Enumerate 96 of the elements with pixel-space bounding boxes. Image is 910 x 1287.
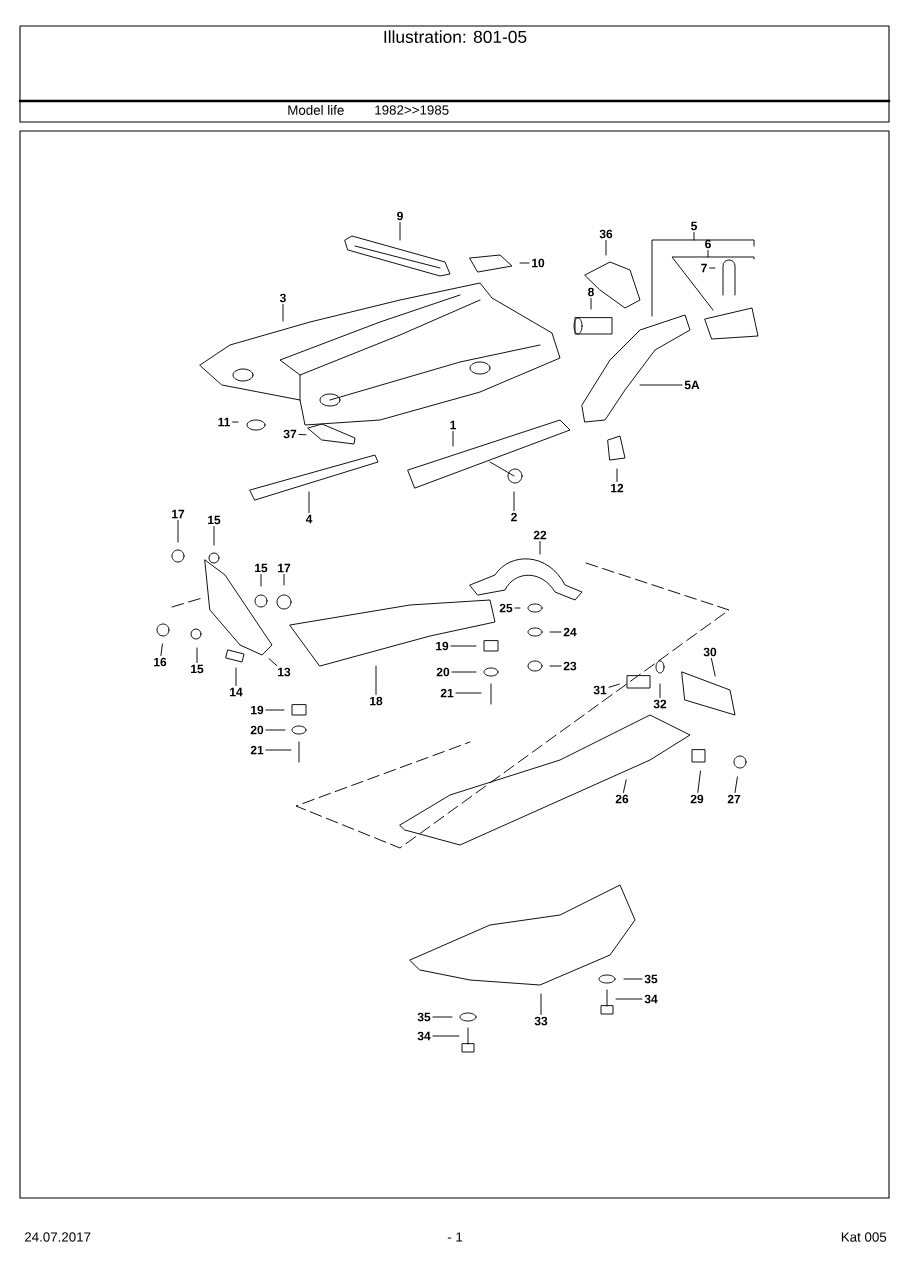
leader-line xyxy=(432,1035,460,1037)
leader-line xyxy=(623,978,643,980)
callout-number: 10 xyxy=(532,258,545,268)
callout-number: 32 xyxy=(653,699,667,709)
callout-number: 20 xyxy=(250,725,264,735)
leader-line xyxy=(450,645,477,647)
leader-line xyxy=(298,434,307,436)
leader-line xyxy=(196,647,198,663)
leader-line xyxy=(232,421,239,423)
callout-number: 8 xyxy=(588,287,594,297)
callout-number: 35 xyxy=(417,1012,431,1022)
leader-line xyxy=(265,749,292,751)
callout-number: 4 xyxy=(305,514,313,524)
leader-line xyxy=(265,729,286,731)
leader-line xyxy=(615,998,643,1000)
leader-line xyxy=(540,993,542,1015)
callout-number: 15 xyxy=(208,515,221,525)
leader-line xyxy=(549,631,562,633)
callout-number: 37 xyxy=(283,429,297,439)
callout-number: 18 xyxy=(370,696,383,706)
callout-number: 16 xyxy=(154,657,167,667)
leader-line xyxy=(639,384,683,386)
leader-line xyxy=(519,262,530,264)
callout-number: 1 xyxy=(450,420,456,430)
leader-line xyxy=(659,683,661,698)
callout-number: 29 xyxy=(690,794,704,804)
leader-line xyxy=(235,667,237,687)
leader-line xyxy=(375,665,377,695)
leader-line xyxy=(616,468,618,482)
callout-number: 15 xyxy=(255,563,268,573)
callout-number: 26 xyxy=(615,794,629,804)
callout-number: 19 xyxy=(251,705,264,715)
callout-number: 17 xyxy=(172,509,185,519)
leader-line xyxy=(549,665,562,667)
leader-line xyxy=(160,643,163,656)
leader-line xyxy=(432,1016,453,1018)
callout-number: 27 xyxy=(727,794,741,804)
callout-number: 36 xyxy=(599,229,613,239)
callout-number: 34 xyxy=(417,1031,431,1041)
callout-number: 19 xyxy=(436,641,449,651)
leader-line xyxy=(709,267,716,269)
leader-line xyxy=(697,770,701,793)
callout-number: 9 xyxy=(397,211,403,221)
callout-number: 24 xyxy=(563,627,577,637)
callout-number: 5 xyxy=(691,221,697,231)
callout-number: 30 xyxy=(703,647,717,657)
leader-line xyxy=(651,232,755,317)
leader-line xyxy=(622,779,627,793)
leader-line xyxy=(514,607,521,609)
leader-line xyxy=(455,692,482,694)
label-text: 24.07.2017 xyxy=(24,1232,91,1242)
label-text: 1982>>1985 xyxy=(375,105,449,115)
leader-line xyxy=(608,683,620,688)
callout-number: 5A xyxy=(684,380,700,390)
leader-line xyxy=(605,240,607,256)
callout-number: 33 xyxy=(534,1016,548,1026)
leader-line xyxy=(451,671,477,673)
callout-number: 20 xyxy=(436,667,450,677)
callout-number: 14 xyxy=(230,687,243,697)
leader-line xyxy=(539,541,541,555)
callout-number: 22 xyxy=(533,530,547,540)
leader-line xyxy=(268,658,278,666)
leader-line xyxy=(452,430,454,447)
label-text: Kat 005 xyxy=(841,1232,887,1242)
callout-number: 35 xyxy=(644,974,658,984)
leader-line xyxy=(282,304,284,322)
callout-number: 12 xyxy=(611,483,624,493)
leader-line xyxy=(265,709,285,711)
label-text: - 1 xyxy=(447,1232,463,1242)
leader-line xyxy=(734,776,738,793)
leader-line xyxy=(399,222,401,241)
callout-number: 2 xyxy=(511,512,517,522)
callout-number: 6 xyxy=(705,239,711,249)
leader-line xyxy=(710,658,716,677)
callout-number: 7 xyxy=(701,263,707,273)
callout-number: 31 xyxy=(593,685,607,695)
leader-line xyxy=(283,573,285,586)
label-text: Model life xyxy=(288,105,344,115)
callout-number: 13 xyxy=(278,667,291,677)
leader-line xyxy=(177,519,179,543)
leader-line xyxy=(260,574,262,587)
leader-line xyxy=(513,491,515,511)
callout-number: 34 xyxy=(644,994,658,1004)
callout-number: 21 xyxy=(250,745,264,755)
callout-number: 15 xyxy=(191,664,204,674)
callout-number: 23 xyxy=(563,661,577,671)
callout-number: 17 xyxy=(278,563,291,573)
leader-line xyxy=(213,526,215,546)
leader-line xyxy=(671,250,755,311)
callout-number: 3 xyxy=(279,293,286,303)
callout-number: 21 xyxy=(440,688,454,698)
callout-number: 11 xyxy=(218,417,230,427)
title: Illustration: 801-05 xyxy=(384,30,527,43)
leader-line xyxy=(308,491,310,514)
callout-number: 25 xyxy=(499,603,513,613)
leader-line xyxy=(590,298,592,310)
